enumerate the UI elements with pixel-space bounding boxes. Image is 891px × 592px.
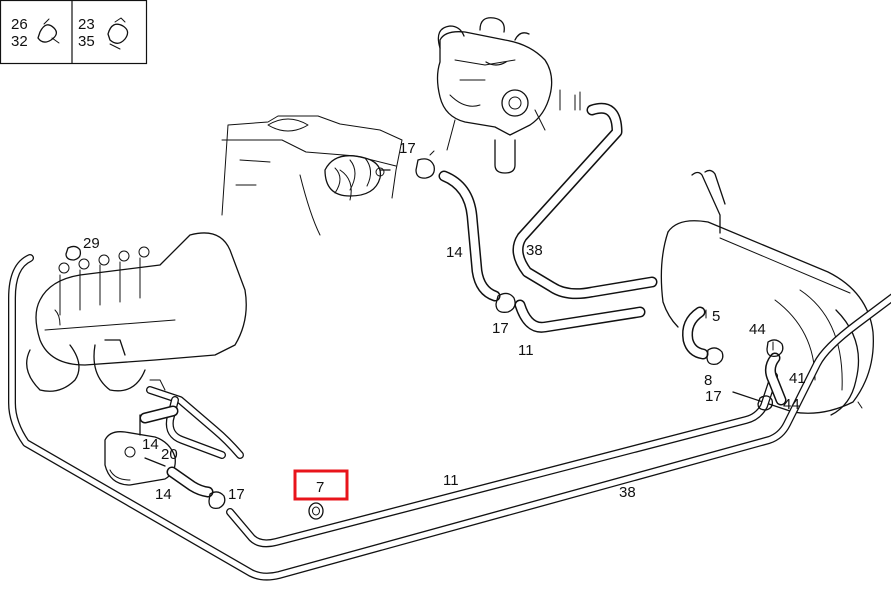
callout-11: 11 [518, 342, 534, 359]
callout-17: 17 [705, 388, 722, 405]
hose-clamp-icon [495, 292, 516, 313]
callout-8: 8 [704, 372, 712, 389]
sealing-ring [308, 502, 324, 520]
callout-17: 17 [228, 486, 245, 503]
legend-part-top: 26 [11, 16, 28, 33]
legend-part-top: 23 [78, 16, 95, 33]
callout-38: 38 [619, 484, 636, 501]
callout-29: 29 [83, 235, 100, 252]
callout-44: 44 [749, 321, 766, 338]
fuel-filter-housing [324, 155, 391, 197]
hose-clamp-icon [766, 339, 784, 357]
injection-pump-left [26, 232, 247, 392]
hose-clamps [65, 150, 784, 520]
callout-7[interactable]: 7 [316, 479, 324, 496]
fuel-lines [8, 254, 891, 581]
callout-44: 44 [783, 396, 800, 413]
engine-block [221, 115, 403, 236]
hose-clamp-icon [208, 491, 226, 509]
hose-clamp-icon [415, 150, 435, 179]
clip-icon [107, 17, 129, 50]
callout-17: 17 [399, 140, 416, 157]
hose-clamp-icon [37, 18, 60, 44]
hose-clamp-icon [65, 245, 82, 261]
callout-17: 17 [492, 320, 509, 337]
fuel-hoses [139, 102, 787, 498]
legend-part-bottom: 35 [78, 33, 95, 50]
callout-41: 41 [789, 370, 806, 387]
callout-14: 14 [142, 436, 159, 453]
callout-38: 38 [526, 242, 543, 259]
callout-5: 5 [712, 308, 720, 325]
legend-part-bottom: 32 [11, 33, 28, 50]
leader-lines [705, 309, 774, 351]
callout-20: 20 [161, 446, 178, 463]
injection-pump [436, 17, 581, 174]
legend-box: 26 32 23 35 [0, 0, 148, 65]
highlighted-callout[interactable]: 7 [293, 469, 349, 501]
hose-clamp-icon [757, 395, 774, 411]
callout-labels: 17 14 38 29 17 11 5 44 8 41 17 44 14 20 … [83, 140, 806, 503]
hose-clamp-icon [706, 347, 724, 365]
callout-11: 11 [443, 472, 459, 489]
callout-14: 14 [446, 244, 463, 261]
callout-14: 14 [155, 486, 172, 503]
